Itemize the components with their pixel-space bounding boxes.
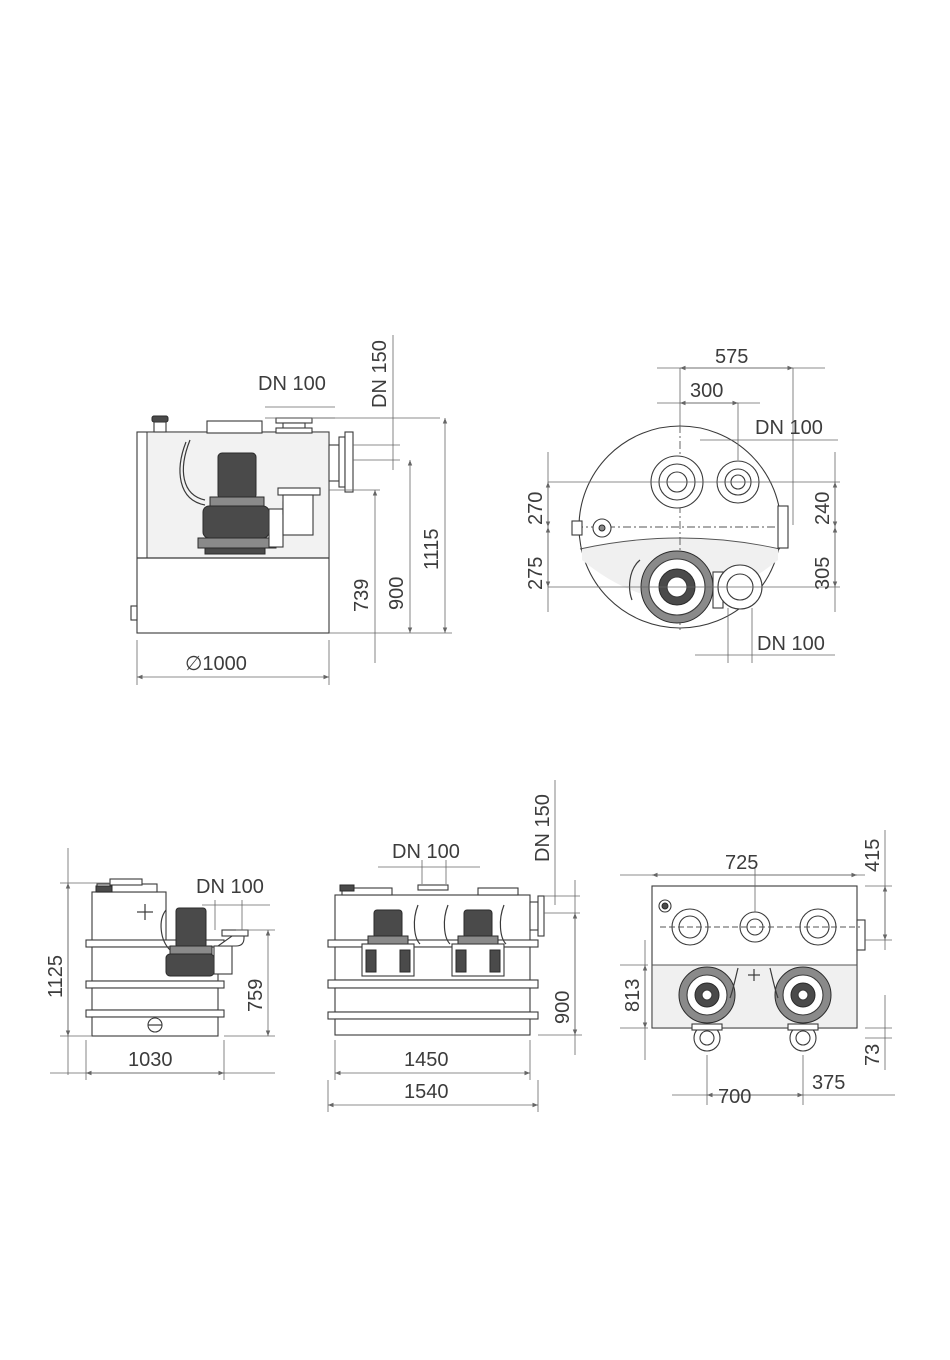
duo-side-view: 1125 DN 100 759 1030 (45, 848, 275, 1080)
dim-diameter-1000: ∅1000 (185, 653, 247, 675)
dim-1450: 1450 (404, 1049, 449, 1071)
dim-1030: 1030 (128, 1049, 173, 1071)
side-view: DN 100 DN 150 739 900 1115 ∅1000 (131, 335, 452, 685)
dim-900: 900 (386, 577, 408, 610)
duo-top-view: 725 415 813 73 700 375 (620, 830, 895, 1108)
dim-575: 575 (715, 346, 748, 368)
duo-front-lower (335, 1019, 530, 1035)
top-inlet-flange (276, 418, 312, 423)
duo-dn100-label: DN 100 (196, 876, 264, 898)
duo-top-pump-left (679, 967, 735, 1023)
dim-73: 73 (862, 1044, 884, 1066)
dim-240: 240 (812, 492, 834, 525)
dn100-bottom-label: DN 100 (757, 633, 825, 655)
dim-300: 300 (690, 380, 723, 402)
dim-900-duo: 900 (552, 991, 574, 1024)
dim-305: 305 (812, 557, 834, 590)
dim-759: 759 (245, 979, 267, 1012)
manhole-cover (207, 421, 262, 433)
dim-725: 725 (725, 852, 758, 874)
dim-813: 813 (622, 979, 644, 1012)
dim-375: 375 (812, 1072, 845, 1094)
dn150-label: DN 150 (369, 340, 391, 408)
top-view: 575 300 DN 100 270 275 240 305 DN 100 (525, 346, 840, 663)
duo-top-pump-right (775, 967, 831, 1023)
dim-1540: 1540 (404, 1081, 449, 1103)
dim-270: 270 (525, 492, 547, 525)
dn100-top-label: DN 100 (755, 417, 823, 439)
side-inlet-flange (345, 432, 353, 492)
duo-front-view: DN 100 DN 150 900 1450 1540 (328, 780, 582, 1112)
duo-front-dn150-label: DN 150 (532, 794, 554, 862)
dim-1125: 1125 (45, 955, 67, 998)
duo-tank-upper (92, 892, 166, 946)
duo-front-dn100-label: DN 100 (392, 841, 460, 863)
dn100-label: DN 100 (258, 373, 326, 395)
dim-739: 739 (351, 579, 373, 612)
discharge-flange (278, 488, 320, 495)
dim-1115: 1115 (421, 528, 443, 570)
dim-700: 700 (718, 1086, 751, 1108)
dim-275: 275 (525, 557, 547, 590)
dim-415: 415 (862, 839, 884, 872)
